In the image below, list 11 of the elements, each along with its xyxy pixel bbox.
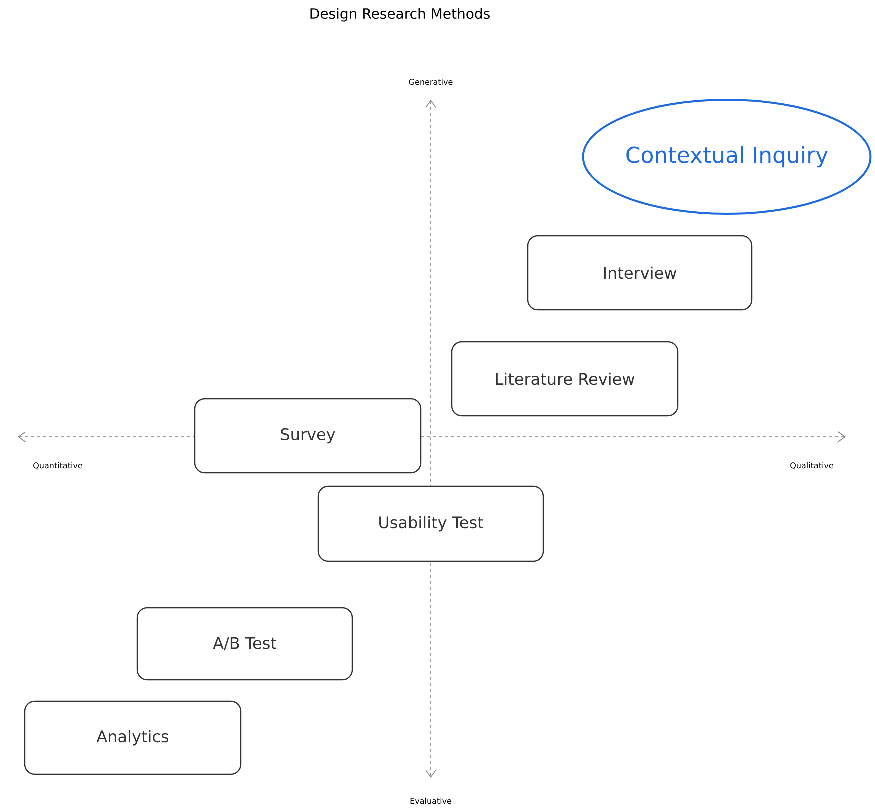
- method-box: Interview: [527, 235, 753, 311]
- axis-label: Qualitative: [790, 462, 834, 470]
- axis-label: Quantitative: [34, 462, 82, 470]
- method-box: Literature Review: [451, 341, 679, 417]
- axis-label: Generative: [409, 78, 453, 86]
- title: Design Research Methods: [310, 8, 490, 22]
- method-box: A/B Test: [136, 607, 354, 681]
- method-box: Usability Test: [318, 486, 544, 562]
- axis-label: Evaluative: [410, 798, 452, 804]
- method-box: Analytics: [24, 700, 242, 776]
- method-box: Survey: [194, 398, 422, 474]
